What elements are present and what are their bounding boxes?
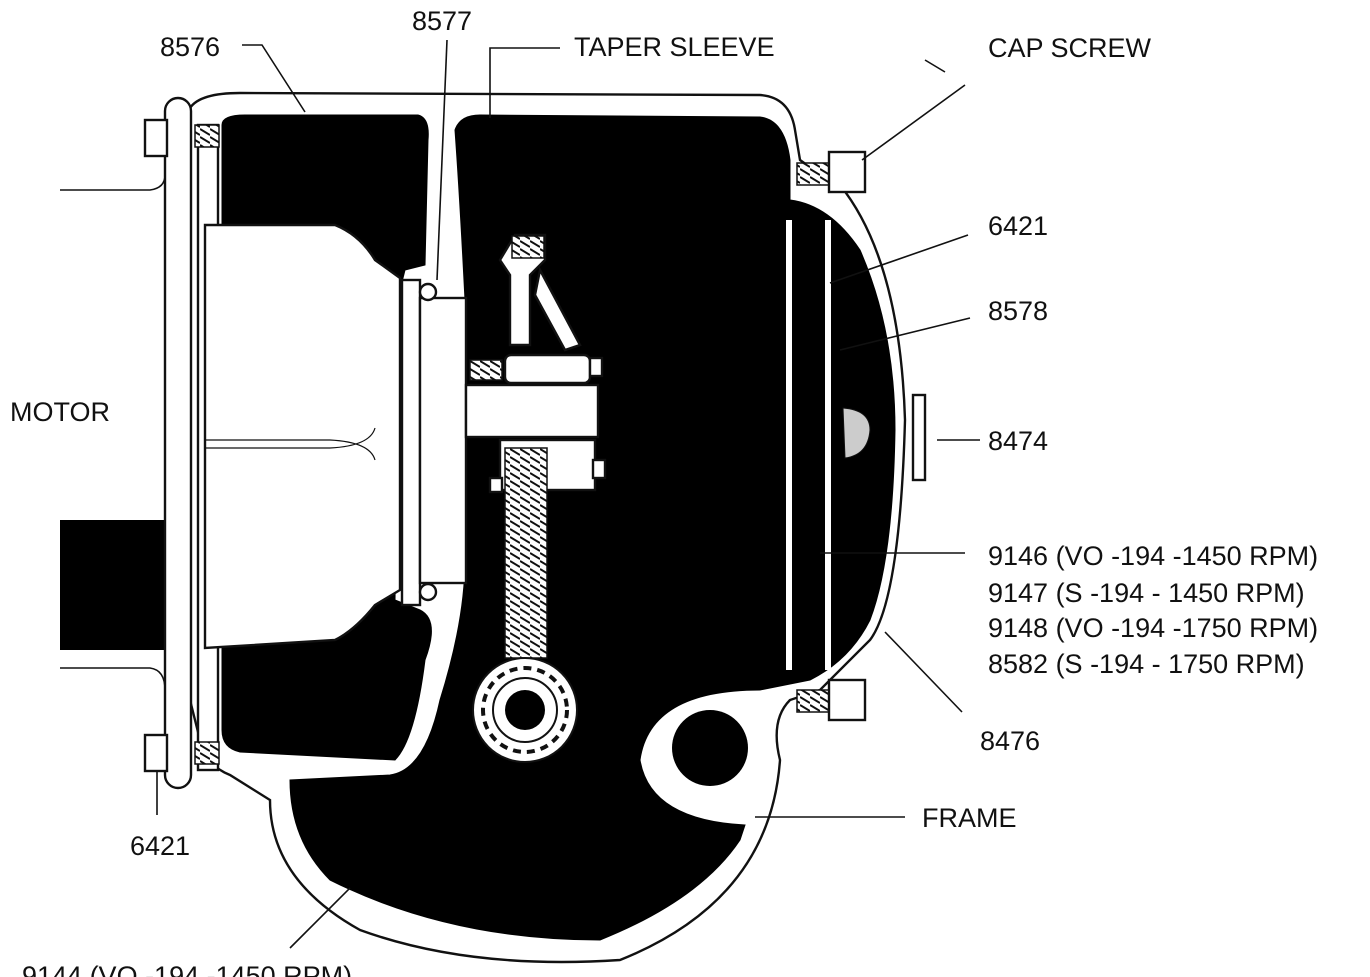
label-9144: 9144 (VO -194 -1450 RPM) [22,961,352,977]
cover-plug [842,407,871,459]
label-8582: 8582 (S -194 - 1750 RPM) [988,649,1305,679]
label-9146: 9146 (VO -194 -1450 RPM) [988,541,1318,571]
label-frame: FRAME [922,803,1017,833]
label-9147: 9147 (S -194 - 1450 RPM) [988,578,1305,608]
bearing-race [418,296,468,585]
worm-thread [504,447,548,659]
label-6421-left: 6421 [130,831,190,861]
output-gear [472,657,578,763]
worm-wheel-arm [498,233,547,347]
label-8578: 8578 [988,296,1048,326]
label-9148: 9148 (VO -194 -1750 RPM) [988,613,1318,643]
output-cap [911,393,927,482]
motor-flange [163,96,193,790]
taper-sleeve [400,278,422,607]
cap-screw-top-left [143,118,220,158]
frame-boss-hole [672,710,748,786]
label-8577: 8577 [412,6,472,36]
shaft-nut [503,353,592,385]
label-6421-right: 6421 [988,211,1048,241]
inner-chamber-main [289,114,896,941]
label-taper-sleeve: TAPER SLEEVE [574,32,775,62]
cap-screw-top-right [796,150,867,194]
label-8474: 8474 [988,426,1048,456]
coupling-hub [203,223,402,650]
label-8576: 8576 [160,32,220,62]
label-8476: 8476 [980,726,1040,756]
cap-screw-bottom-left [143,733,220,773]
cap-screw-bottom-right [796,678,867,722]
label-cap-screw: CAP SCREW [988,33,1152,63]
input-shaft [464,383,600,439]
leader-lines [156,39,980,949]
label-motor: MOTOR [10,397,110,427]
cover-ring [786,220,792,670]
